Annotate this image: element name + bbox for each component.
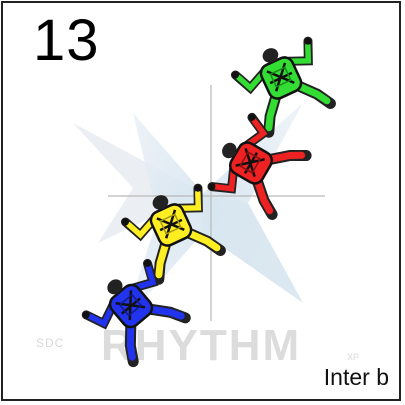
watermark-small-text: SDC <box>36 336 64 350</box>
jumper-yellow <box>120 183 226 285</box>
center-crosshair <box>108 85 325 321</box>
formation-caption: Inter b <box>323 364 389 390</box>
watermark-suffix-text: XP <box>347 352 359 362</box>
formation-diagram: SDC RHYTHM XP <box>36 36 359 370</box>
formation-card: SDC RHYTHM XP 13 Inter b <box>1 1 401 401</box>
jumper-red <box>207 112 312 220</box>
watermark-text: SDC RHYTHM XP <box>36 321 359 370</box>
formation-number: 13 <box>33 8 100 73</box>
jumper-green <box>230 36 336 138</box>
jumpers-layer <box>81 36 336 368</box>
jumper-blue <box>81 258 191 368</box>
